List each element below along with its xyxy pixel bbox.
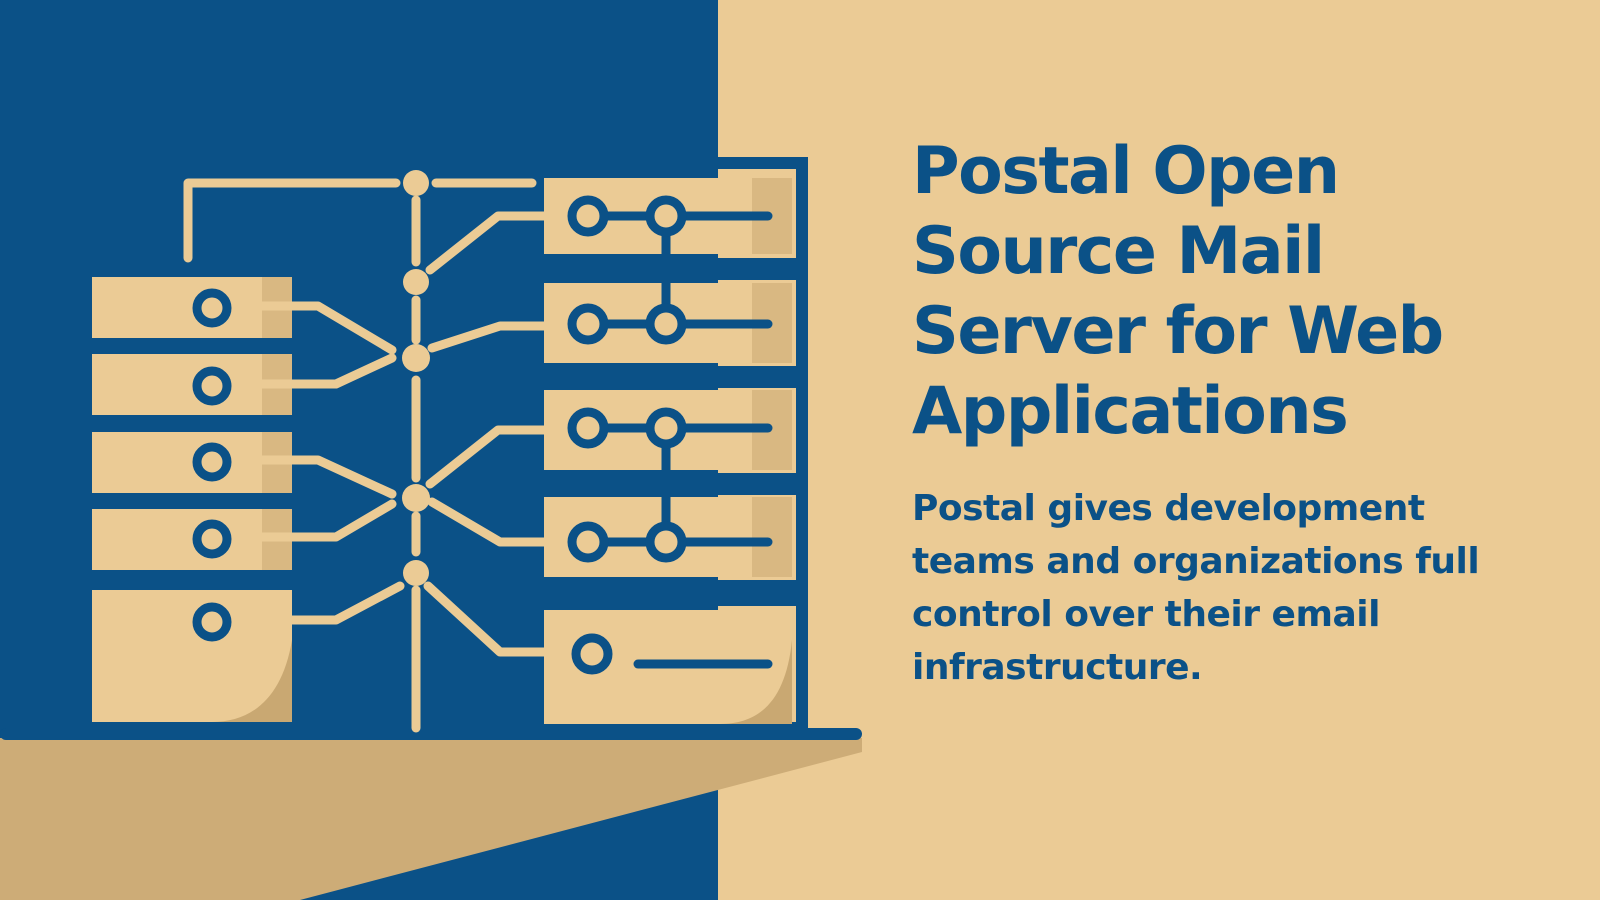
page-title: Postal Open Source Mail Server for Web A… xyxy=(912,134,1444,449)
circuit-traces xyxy=(183,178,573,733)
rack-port-circles xyxy=(567,195,687,675)
floor-shadow xyxy=(0,738,862,900)
circuit-nodes xyxy=(192,170,430,642)
rack-connectors xyxy=(599,211,773,669)
description-text: Postal gives development teams and organ… xyxy=(912,488,1480,688)
